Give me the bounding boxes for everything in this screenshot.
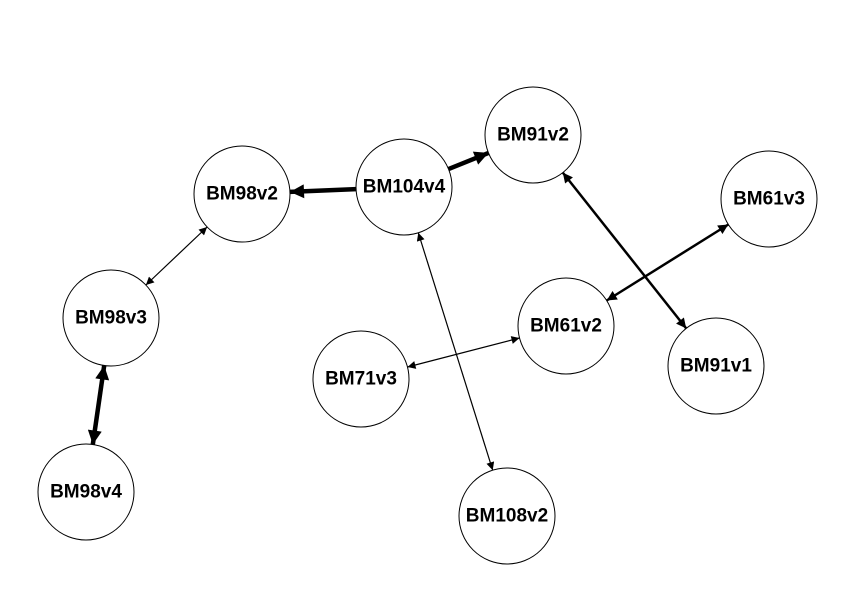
edges-layer <box>87 150 729 471</box>
node-circle <box>62 269 160 367</box>
edge-bm104v4-bm98v2 <box>289 184 357 199</box>
node-bm108v2: BM108v2 <box>458 467 556 565</box>
node-label: BM98v2 <box>206 184 278 205</box>
node-bm98v4: BM98v4 <box>37 443 135 541</box>
node-label: BM104v4 <box>363 177 446 198</box>
node-bm104v4: BM104v4 <box>355 138 453 236</box>
node-label: BM61v3 <box>733 189 805 210</box>
node-bm91v1: BM91v1 <box>667 317 765 415</box>
node-circle <box>37 443 135 541</box>
node-label: BM98v3 <box>75 308 147 329</box>
node-bm98v3: BM98v3 <box>62 269 160 367</box>
edge-bm104v4-bm91v2 <box>447 150 490 172</box>
node-circle <box>458 467 556 565</box>
node-circle <box>484 86 582 184</box>
node-bm71v3: BM71v3 <box>312 330 410 428</box>
node-label: BM98v4 <box>50 482 122 503</box>
node-label: BM71v3 <box>325 369 397 390</box>
edge-bm98v3-bm98v4 <box>87 365 110 445</box>
node-bm61v3: BM61v3 <box>720 150 818 248</box>
node-label: BM61v2 <box>530 316 602 337</box>
node-circle <box>355 138 453 236</box>
node-bm61v2: BM61v2 <box>517 277 615 375</box>
node-circle <box>517 277 615 375</box>
edge-bm108v2-bm104v4 <box>416 232 495 471</box>
node-bm98v2: BM98v2 <box>193 145 291 243</box>
node-label: BM108v2 <box>466 506 548 527</box>
edge-bm61v2-bm71v3 <box>407 336 520 369</box>
node-label: BM91v1 <box>680 356 752 377</box>
node-label: BM91v2 <box>497 125 569 146</box>
node-circle <box>193 145 291 243</box>
node-bm91v2: BM91v2 <box>484 86 582 184</box>
node-circle <box>720 150 818 248</box>
edge-bm98v2-bm98v3 <box>145 226 208 286</box>
edge-bm61v3-bm61v2 <box>606 223 729 302</box>
node-circle <box>667 317 765 415</box>
node-circle <box>312 330 410 428</box>
